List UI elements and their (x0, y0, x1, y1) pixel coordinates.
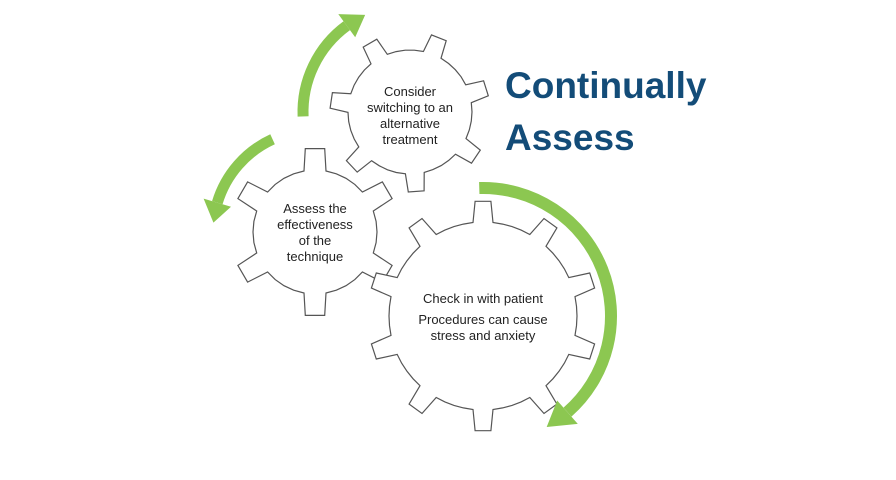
left-arrow-arrowhead-icon (203, 198, 232, 223)
title-line-2: Assess (505, 117, 635, 158)
gear-top (329, 34, 490, 193)
label-line: effectiveness (277, 217, 353, 232)
label-line: Procedures can cause (418, 312, 548, 327)
label-line: switching to an (367, 100, 453, 115)
big-arrow-arrowhead-icon (546, 400, 578, 428)
page-title: Continually Assess (505, 60, 706, 164)
label-line: Assess the (283, 201, 347, 216)
gear-left-label: Assess the effectiveness of the techniqu… (255, 201, 375, 265)
label-line: stress and anxiety (430, 328, 536, 343)
big-arrow-arc (479, 182, 617, 417)
gear-top-label: Consider switching to an alternative tre… (350, 84, 470, 148)
label-line: technique (286, 249, 344, 264)
label-heading: Check in with patient (423, 291, 543, 306)
label-line: treatment (382, 132, 438, 147)
left-arrow-arc (212, 134, 275, 205)
label-line: alternative (380, 116, 440, 131)
label-line: Consider (383, 84, 437, 99)
gear-big-label: Check in with patient Procedures can cau… (408, 291, 558, 344)
gear-left (237, 148, 393, 316)
title-line-1: Continually (505, 65, 707, 106)
top-arrow-arc (297, 21, 351, 117)
top-arrow-arrowhead-icon (338, 14, 366, 38)
label-line: of the (298, 233, 332, 248)
gear-big (370, 200, 596, 432)
